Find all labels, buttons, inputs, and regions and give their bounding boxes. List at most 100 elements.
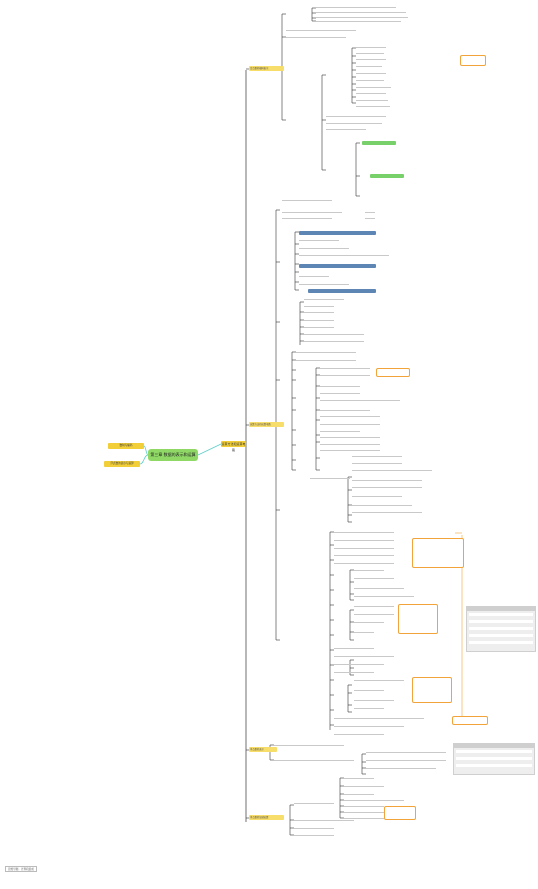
left-branch-number-systems[interactable]: 数制与编码 bbox=[108, 443, 144, 449]
node-text-stroke bbox=[299, 240, 339, 241]
node-text-stroke bbox=[304, 306, 334, 307]
node-text-stroke bbox=[352, 456, 402, 457]
note-box bbox=[398, 604, 438, 634]
node-text-stroke bbox=[320, 393, 360, 394]
section-float-add[interactable]: 浮点数的加减运算 bbox=[249, 815, 284, 820]
node-text-stroke bbox=[334, 555, 394, 556]
node-text-stroke bbox=[352, 496, 402, 497]
node-text-stroke bbox=[299, 248, 349, 249]
table-header-bar bbox=[308, 289, 376, 293]
note-box bbox=[376, 368, 410, 377]
node-text-stroke bbox=[344, 800, 404, 801]
node-text-stroke bbox=[326, 116, 386, 117]
node-text-stroke bbox=[334, 726, 404, 727]
section-operations[interactable]: 运算方法和运算电路 bbox=[249, 422, 284, 427]
node-text-stroke bbox=[326, 123, 382, 124]
connector-line bbox=[197, 443, 222, 456]
main-topic[interactable]: 运算方法和运算电路 bbox=[221, 441, 246, 452]
node-text-stroke bbox=[352, 463, 402, 464]
node-text-stroke bbox=[274, 745, 344, 746]
node-text-stroke bbox=[356, 100, 388, 101]
note-box bbox=[412, 538, 464, 568]
node-text-stroke bbox=[320, 416, 380, 417]
highlight-node bbox=[362, 141, 396, 145]
node-text-stroke bbox=[320, 375, 370, 376]
node-text-stroke bbox=[352, 512, 422, 513]
node-text-stroke bbox=[354, 606, 394, 607]
node-text-stroke bbox=[365, 212, 375, 213]
section-fixed-point[interactable]: 定点数的编码表示 bbox=[249, 66, 284, 71]
node-text-stroke bbox=[320, 410, 370, 411]
node-text-stroke bbox=[320, 437, 380, 438]
node-text-stroke bbox=[354, 708, 384, 709]
node-text-stroke bbox=[344, 794, 374, 795]
node-text-stroke bbox=[304, 341, 364, 342]
node-text-stroke bbox=[356, 80, 384, 81]
node-text-stroke bbox=[356, 59, 386, 60]
node-text-stroke bbox=[294, 828, 334, 829]
node-text-stroke bbox=[334, 734, 384, 735]
node-text-stroke bbox=[334, 664, 384, 665]
node-text-stroke bbox=[344, 786, 384, 787]
node-text-stroke bbox=[296, 352, 356, 353]
node-text-stroke bbox=[294, 820, 354, 821]
node-text-stroke bbox=[304, 312, 334, 313]
node-text-stroke bbox=[316, 7, 396, 8]
node-text-stroke bbox=[334, 532, 394, 533]
node-text-stroke bbox=[320, 424, 380, 425]
node-text-stroke bbox=[316, 12, 406, 13]
node-text-stroke bbox=[354, 570, 384, 571]
node-text-stroke bbox=[334, 656, 394, 657]
node-text-stroke bbox=[366, 768, 436, 769]
node-text-stroke bbox=[354, 632, 374, 633]
node-text-stroke bbox=[354, 588, 404, 589]
node-text-stroke bbox=[356, 47, 386, 48]
node-text-stroke bbox=[320, 450, 380, 451]
node-text-stroke bbox=[299, 255, 389, 256]
node-text-stroke bbox=[356, 106, 390, 107]
node-text-stroke bbox=[320, 368, 370, 369]
float-format-table bbox=[453, 743, 535, 775]
node-text-stroke bbox=[344, 778, 374, 779]
table-header-bar bbox=[299, 231, 376, 235]
node-text-stroke bbox=[354, 578, 394, 579]
node-text-stroke bbox=[356, 53, 384, 54]
node-text-stroke bbox=[316, 17, 408, 18]
connector-curve bbox=[139, 454, 149, 465]
section-float-repr[interactable]: 浮点数的表示 bbox=[249, 747, 277, 752]
node-text-stroke bbox=[354, 690, 384, 691]
node-text-stroke bbox=[304, 334, 364, 335]
node-text-stroke bbox=[344, 812, 384, 813]
node-text-stroke bbox=[365, 218, 375, 219]
node-text-stroke bbox=[294, 835, 334, 836]
node-text-stroke bbox=[320, 431, 360, 432]
node-text-stroke bbox=[286, 30, 356, 31]
node-text-stroke bbox=[326, 129, 366, 130]
node-text-stroke bbox=[352, 480, 422, 481]
node-text-stroke bbox=[352, 470, 432, 471]
node-text-stroke bbox=[310, 478, 350, 479]
node-text-stroke bbox=[334, 718, 424, 719]
node-text-stroke bbox=[366, 760, 446, 761]
node-text-stroke bbox=[366, 752, 446, 753]
node-text-stroke bbox=[294, 803, 334, 804]
note-box bbox=[384, 806, 416, 820]
node-text-stroke bbox=[304, 327, 334, 328]
node-text-stroke bbox=[299, 284, 349, 285]
note-box bbox=[460, 55, 486, 66]
node-text-stroke bbox=[299, 276, 329, 277]
node-text-stroke bbox=[352, 505, 412, 506]
node-text-stroke bbox=[274, 760, 354, 761]
node-text-stroke bbox=[304, 320, 334, 321]
node-text-stroke bbox=[334, 563, 394, 564]
node-text-stroke bbox=[304, 299, 344, 300]
node-text-stroke bbox=[334, 540, 394, 541]
node-text-stroke bbox=[356, 93, 386, 94]
node-text-stroke bbox=[334, 672, 374, 673]
left-branch-float[interactable]: 浮点数的表示与运算 bbox=[104, 461, 140, 467]
node-text-stroke bbox=[286, 37, 346, 38]
highlight-node bbox=[370, 174, 404, 178]
node-text-stroke bbox=[282, 212, 342, 213]
root-topic[interactable]: 第三章 数据的表示和运算 bbox=[148, 449, 198, 461]
